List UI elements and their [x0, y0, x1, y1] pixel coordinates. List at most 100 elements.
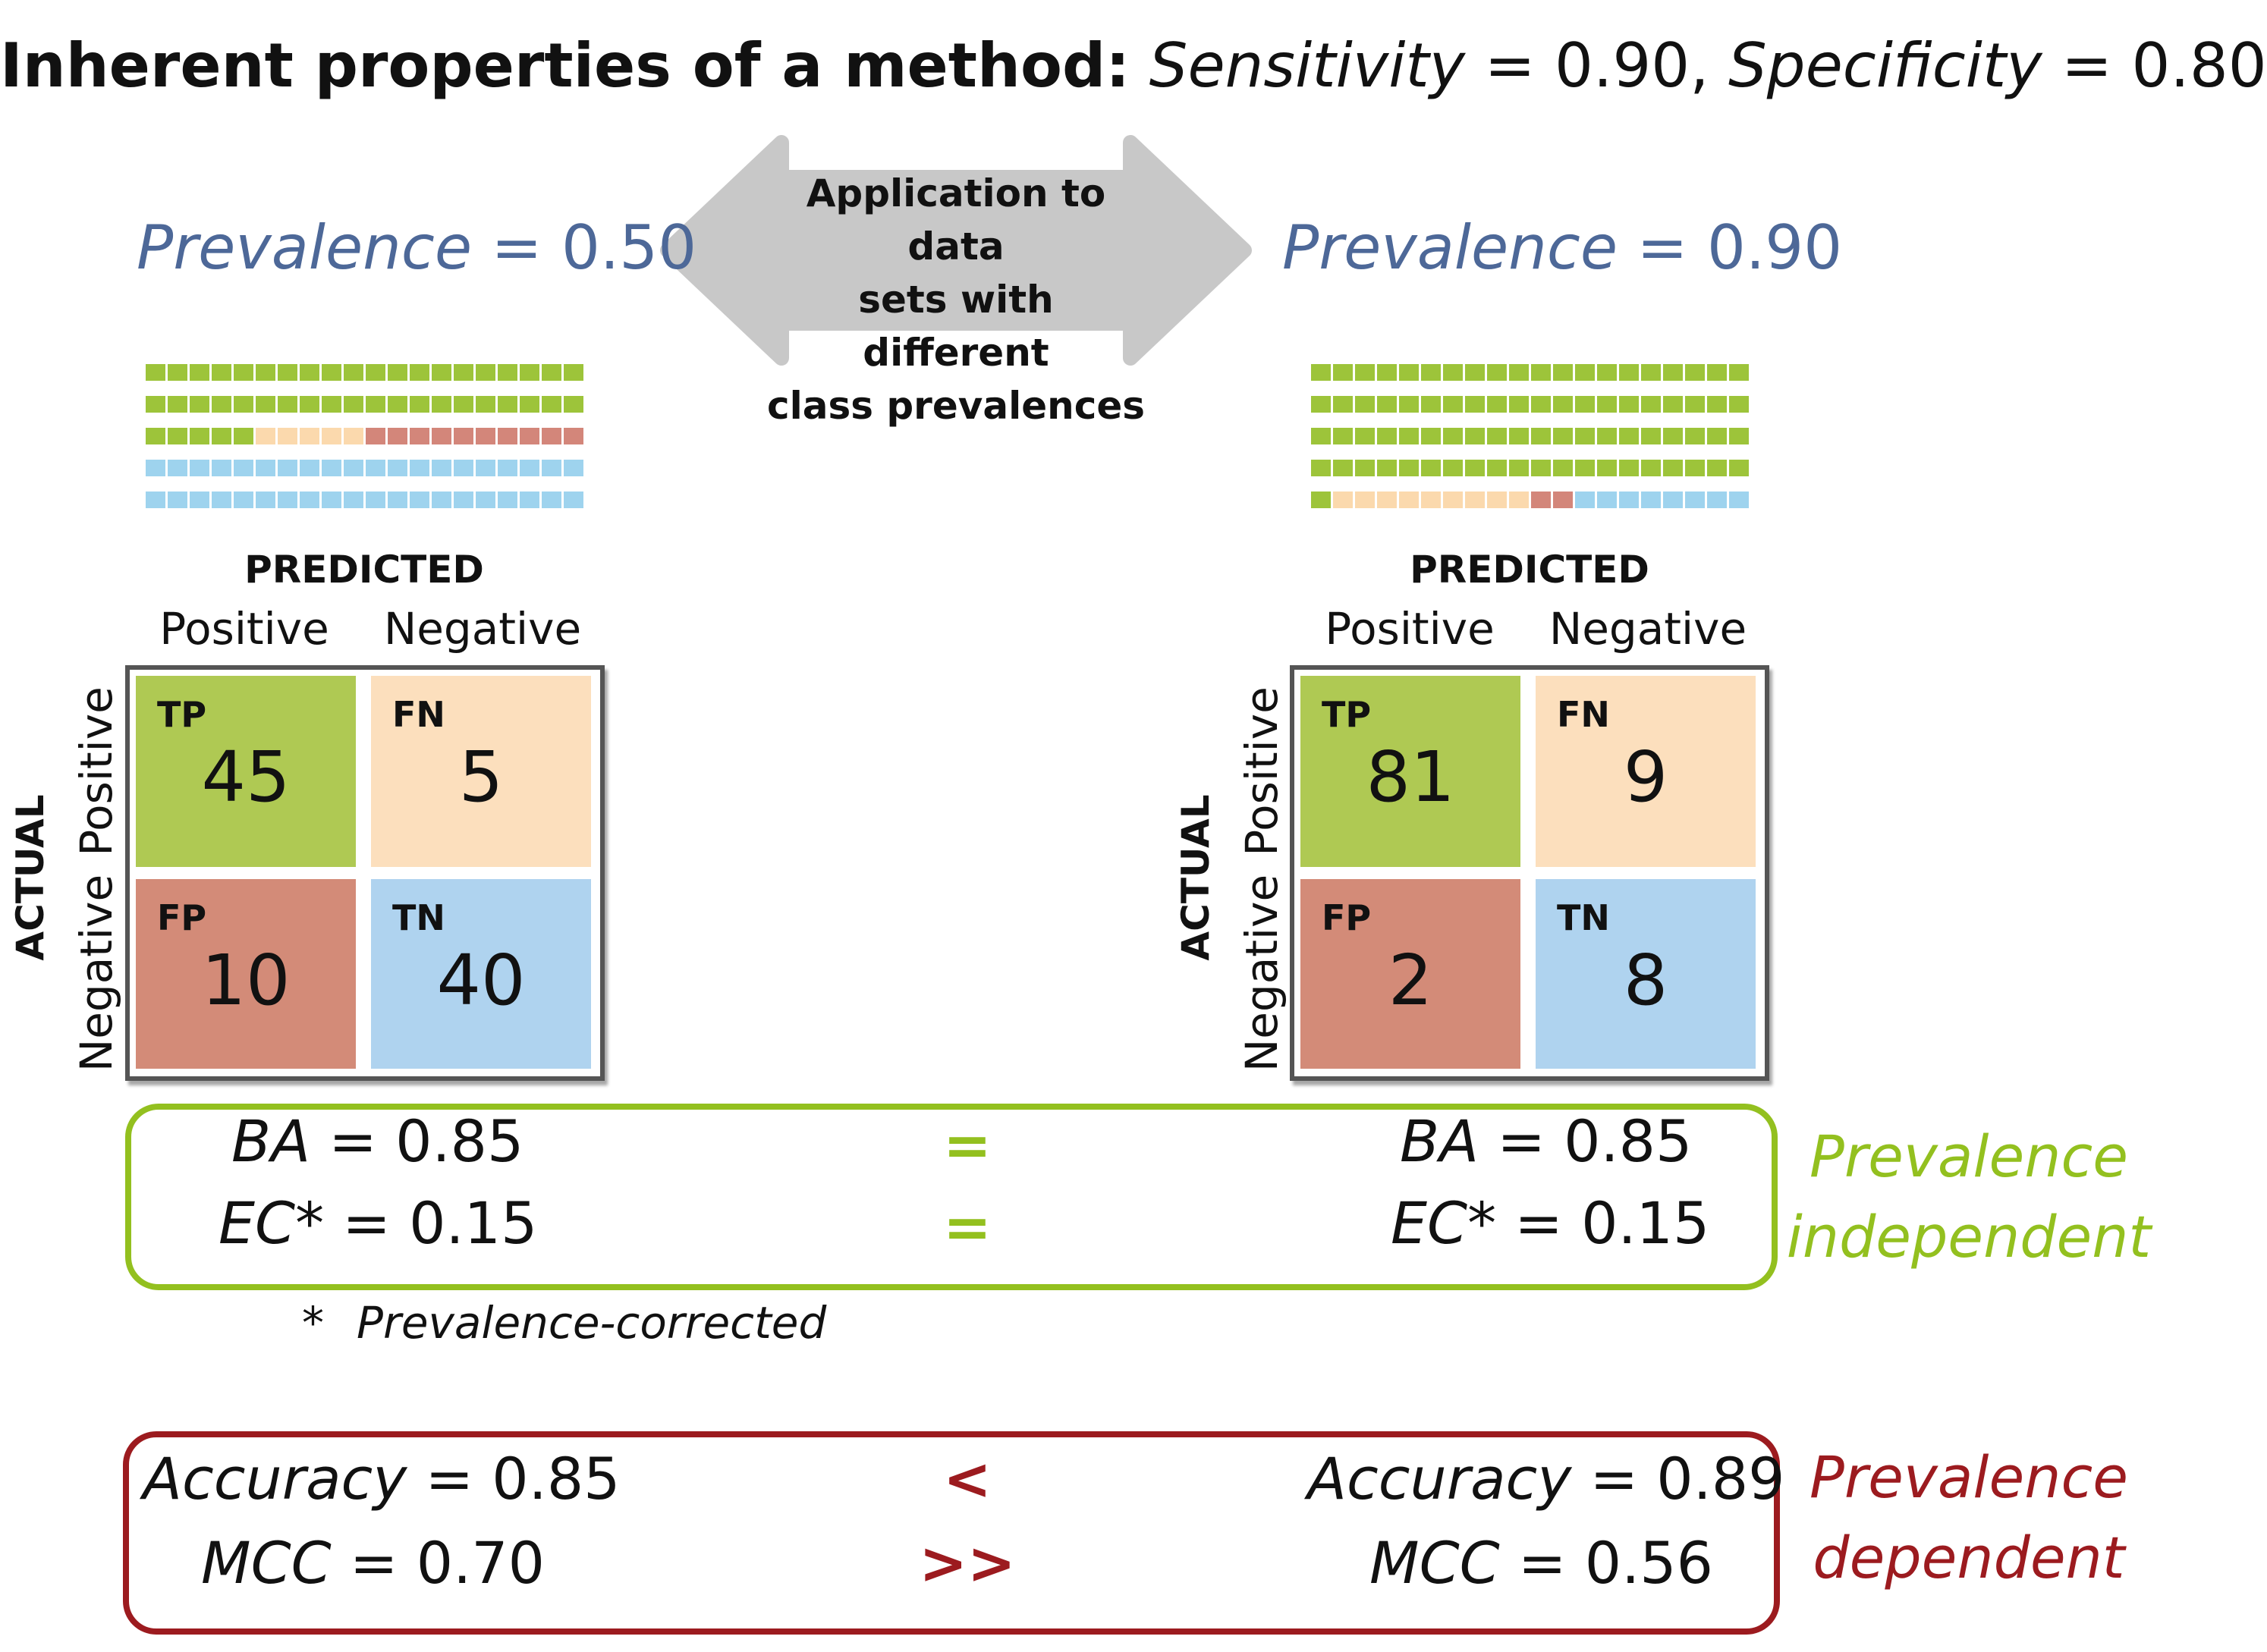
waffle-cell-tn: [234, 460, 253, 476]
waffle-cell-fp: [388, 428, 407, 444]
waffle-cell-tp: [388, 364, 407, 381]
waffle-cell-tp: [1399, 428, 1419, 444]
metric-name: EC*: [1391, 1189, 1497, 1257]
dependent-box: [123, 1431, 1780, 1635]
waffle-cell-tp: [1575, 364, 1595, 381]
waffle-cell-tn: [212, 492, 231, 508]
metric-value: = 0.15: [1496, 1189, 1710, 1257]
arrow-caption-line: Application to data: [806, 171, 1106, 269]
independent-label-line: independent: [1786, 1203, 2152, 1270]
confusion-matrix-left: TP 45 FN 5 FP 10 TN 40: [125, 665, 605, 1081]
waffle-cell-tp: [476, 364, 495, 381]
waffle-cell-tp: [1641, 428, 1661, 444]
cell-tag: TP: [157, 694, 207, 735]
ba-left: BA = 0.85: [231, 1107, 524, 1175]
waffle-cell-fn: [1399, 492, 1419, 508]
waffle-cell-fn: [1377, 492, 1397, 508]
waffle-cell-tp: [366, 396, 385, 413]
waffle-cell-tn: [256, 460, 275, 476]
waffle-cell-tp: [1399, 460, 1419, 476]
waffle-cell-tp: [1619, 460, 1639, 476]
cell-tn-right: TN 8: [1536, 879, 1756, 1069]
waffle-cell-tp: [322, 364, 341, 381]
waffle-cell-tp: [1619, 428, 1639, 444]
cell-fp-left: FP 10: [136, 879, 356, 1069]
waffle-cell-tp: [410, 396, 429, 413]
metric-value: = 0.89: [1571, 1445, 1785, 1512]
waffle-cell-tn: [476, 492, 495, 508]
metric-value: = 0.70: [331, 1529, 545, 1597]
prevalence-right-name: Prevalence: [1282, 212, 1618, 283]
waffle-cell-fn: [1487, 492, 1507, 508]
waffle-cell-tp: [190, 364, 209, 381]
cell-tag: TP: [1322, 694, 1372, 735]
footnote-text: Prevalence-corrected: [357, 1297, 827, 1349]
waffle-cell-tp: [1641, 460, 1661, 476]
waffle-cell-tp: [1619, 396, 1639, 413]
waffle-cell-tp: [1487, 396, 1507, 413]
dependent-label-line: Prevalence: [1810, 1443, 2128, 1511]
waffle-cell-tp: [542, 396, 561, 413]
much-greater-symbol: >>: [919, 1529, 1016, 1597]
waffle-cell-fn: [1443, 492, 1463, 508]
waffle-right: [1311, 364, 1749, 508]
waffle-cell-tp: [1509, 364, 1529, 381]
waffle-cell-tp: [300, 396, 319, 413]
predicted-label-right: PREDICTED: [1410, 548, 1649, 592]
waffle-cell-tp: [1729, 460, 1749, 476]
waffle-cell-tp: [1399, 364, 1419, 381]
metric-name: Accuracy: [1307, 1445, 1572, 1512]
waffle-cell-tn: [168, 460, 187, 476]
waffle-cell-tp: [1575, 428, 1595, 444]
waffle-cell-tp: [1443, 396, 1463, 413]
waffle-cell-tp: [410, 364, 429, 381]
waffle-cell-tn: [432, 460, 451, 476]
waffle-cell-tp: [1311, 428, 1331, 444]
waffle-cell-tp: [1509, 396, 1529, 413]
waffle-cell-tp: [1597, 364, 1617, 381]
waffle-cell-tp: [1509, 460, 1529, 476]
waffle-cell-tp: [1553, 428, 1573, 444]
prevalence-right: Prevalence = 0.90: [1282, 212, 1842, 283]
waffle-cell-tp: [1465, 396, 1485, 413]
independent-label: Prevalence independent: [1775, 1117, 2162, 1277]
waffle-cell-tp: [1465, 428, 1485, 444]
waffle-cell-fp: [498, 428, 517, 444]
waffle-cell-tn: [498, 492, 517, 508]
waffle-cell-tp: [1421, 396, 1441, 413]
waffle-cell-tp: [256, 364, 275, 381]
actual-label-right: ACTUAL: [1174, 794, 1218, 961]
waffle-cell-tp: [1641, 396, 1661, 413]
waffle-cell-tn: [498, 460, 517, 476]
waffle-cell-tp: [1707, 460, 1727, 476]
col-label-negative-left: Negative: [383, 603, 582, 655]
waffle-cell-tp: [1663, 428, 1683, 444]
waffle-cell-fn: [1465, 492, 1485, 508]
waffle-cell-tp: [234, 396, 253, 413]
waffle-cell-tp: [1531, 364, 1551, 381]
figure-title: Inherent properties of a method: Sensiti…: [0, 30, 2267, 101]
waffle-cell-tp: [1663, 396, 1683, 413]
waffle-cell-tn: [432, 492, 451, 508]
waffle-cell-tn: [1663, 492, 1683, 508]
waffle-cell-tn: [212, 460, 231, 476]
waffle-cell-tp: [1553, 364, 1573, 381]
waffle-cell-tp: [168, 396, 187, 413]
waffle-cell-fp: [432, 428, 451, 444]
waffle-cell-fp: [542, 428, 561, 444]
metric-name: MCC: [1369, 1529, 1500, 1597]
waffle-cell-tp: [1333, 396, 1353, 413]
waffle-cell-tp: [1707, 396, 1727, 413]
waffle-cell-tp: [1311, 492, 1331, 508]
waffle-cell-tn: [454, 492, 473, 508]
waffle-left: [146, 364, 583, 508]
waffle-cell-tp: [278, 396, 297, 413]
waffle-cell-tp: [564, 396, 583, 413]
prevalence-right-value: = 0.90: [1618, 212, 1843, 283]
waffle-cell-tp: [1465, 364, 1485, 381]
waffle-cell-tn: [388, 492, 407, 508]
waffle-cell-tp: [344, 364, 363, 381]
waffle-cell-tn: [146, 460, 165, 476]
waffle-cell-tp: [1663, 460, 1683, 476]
waffle-cell-fn: [256, 428, 275, 444]
